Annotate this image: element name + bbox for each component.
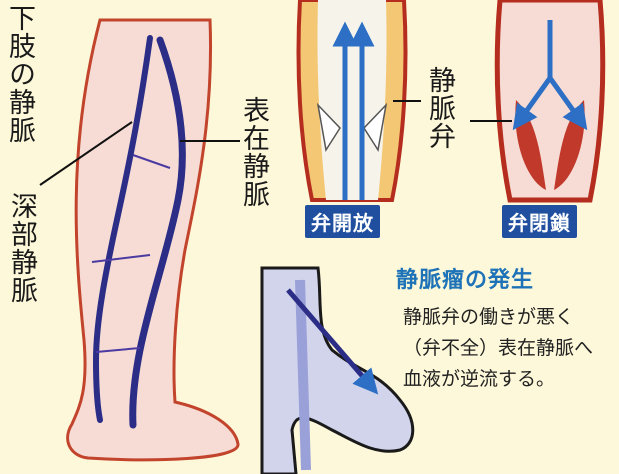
leg-illustration xyxy=(40,20,240,460)
varicose-description-line: 血液が逆流する。 xyxy=(403,364,555,391)
valve-open-illustration xyxy=(299,0,422,200)
vessel-lumen xyxy=(317,0,386,200)
venous-valve-label: 静脈弁 xyxy=(426,66,453,150)
deep-vein-label: 深部静脈 xyxy=(8,192,35,304)
valve-closed-illustration xyxy=(470,0,603,200)
varicose-heading: 静脈瘤の発生 xyxy=(396,262,534,294)
leg-outline xyxy=(68,20,238,460)
varicose-description-line: （弁不全）表在静脈へ xyxy=(403,333,593,360)
superficial-vein-label: 表在静脈 xyxy=(240,96,267,208)
diagram-title: 下肢の静脈 xyxy=(6,4,33,144)
varicose-vein xyxy=(262,268,413,474)
valve-open-label: 弁開放 xyxy=(305,205,380,238)
valve-closed-label: 弁閉鎖 xyxy=(502,205,577,238)
varicose-description-line: 静脈弁の働きが悪く xyxy=(403,302,574,329)
varicose-illustration xyxy=(262,268,413,474)
